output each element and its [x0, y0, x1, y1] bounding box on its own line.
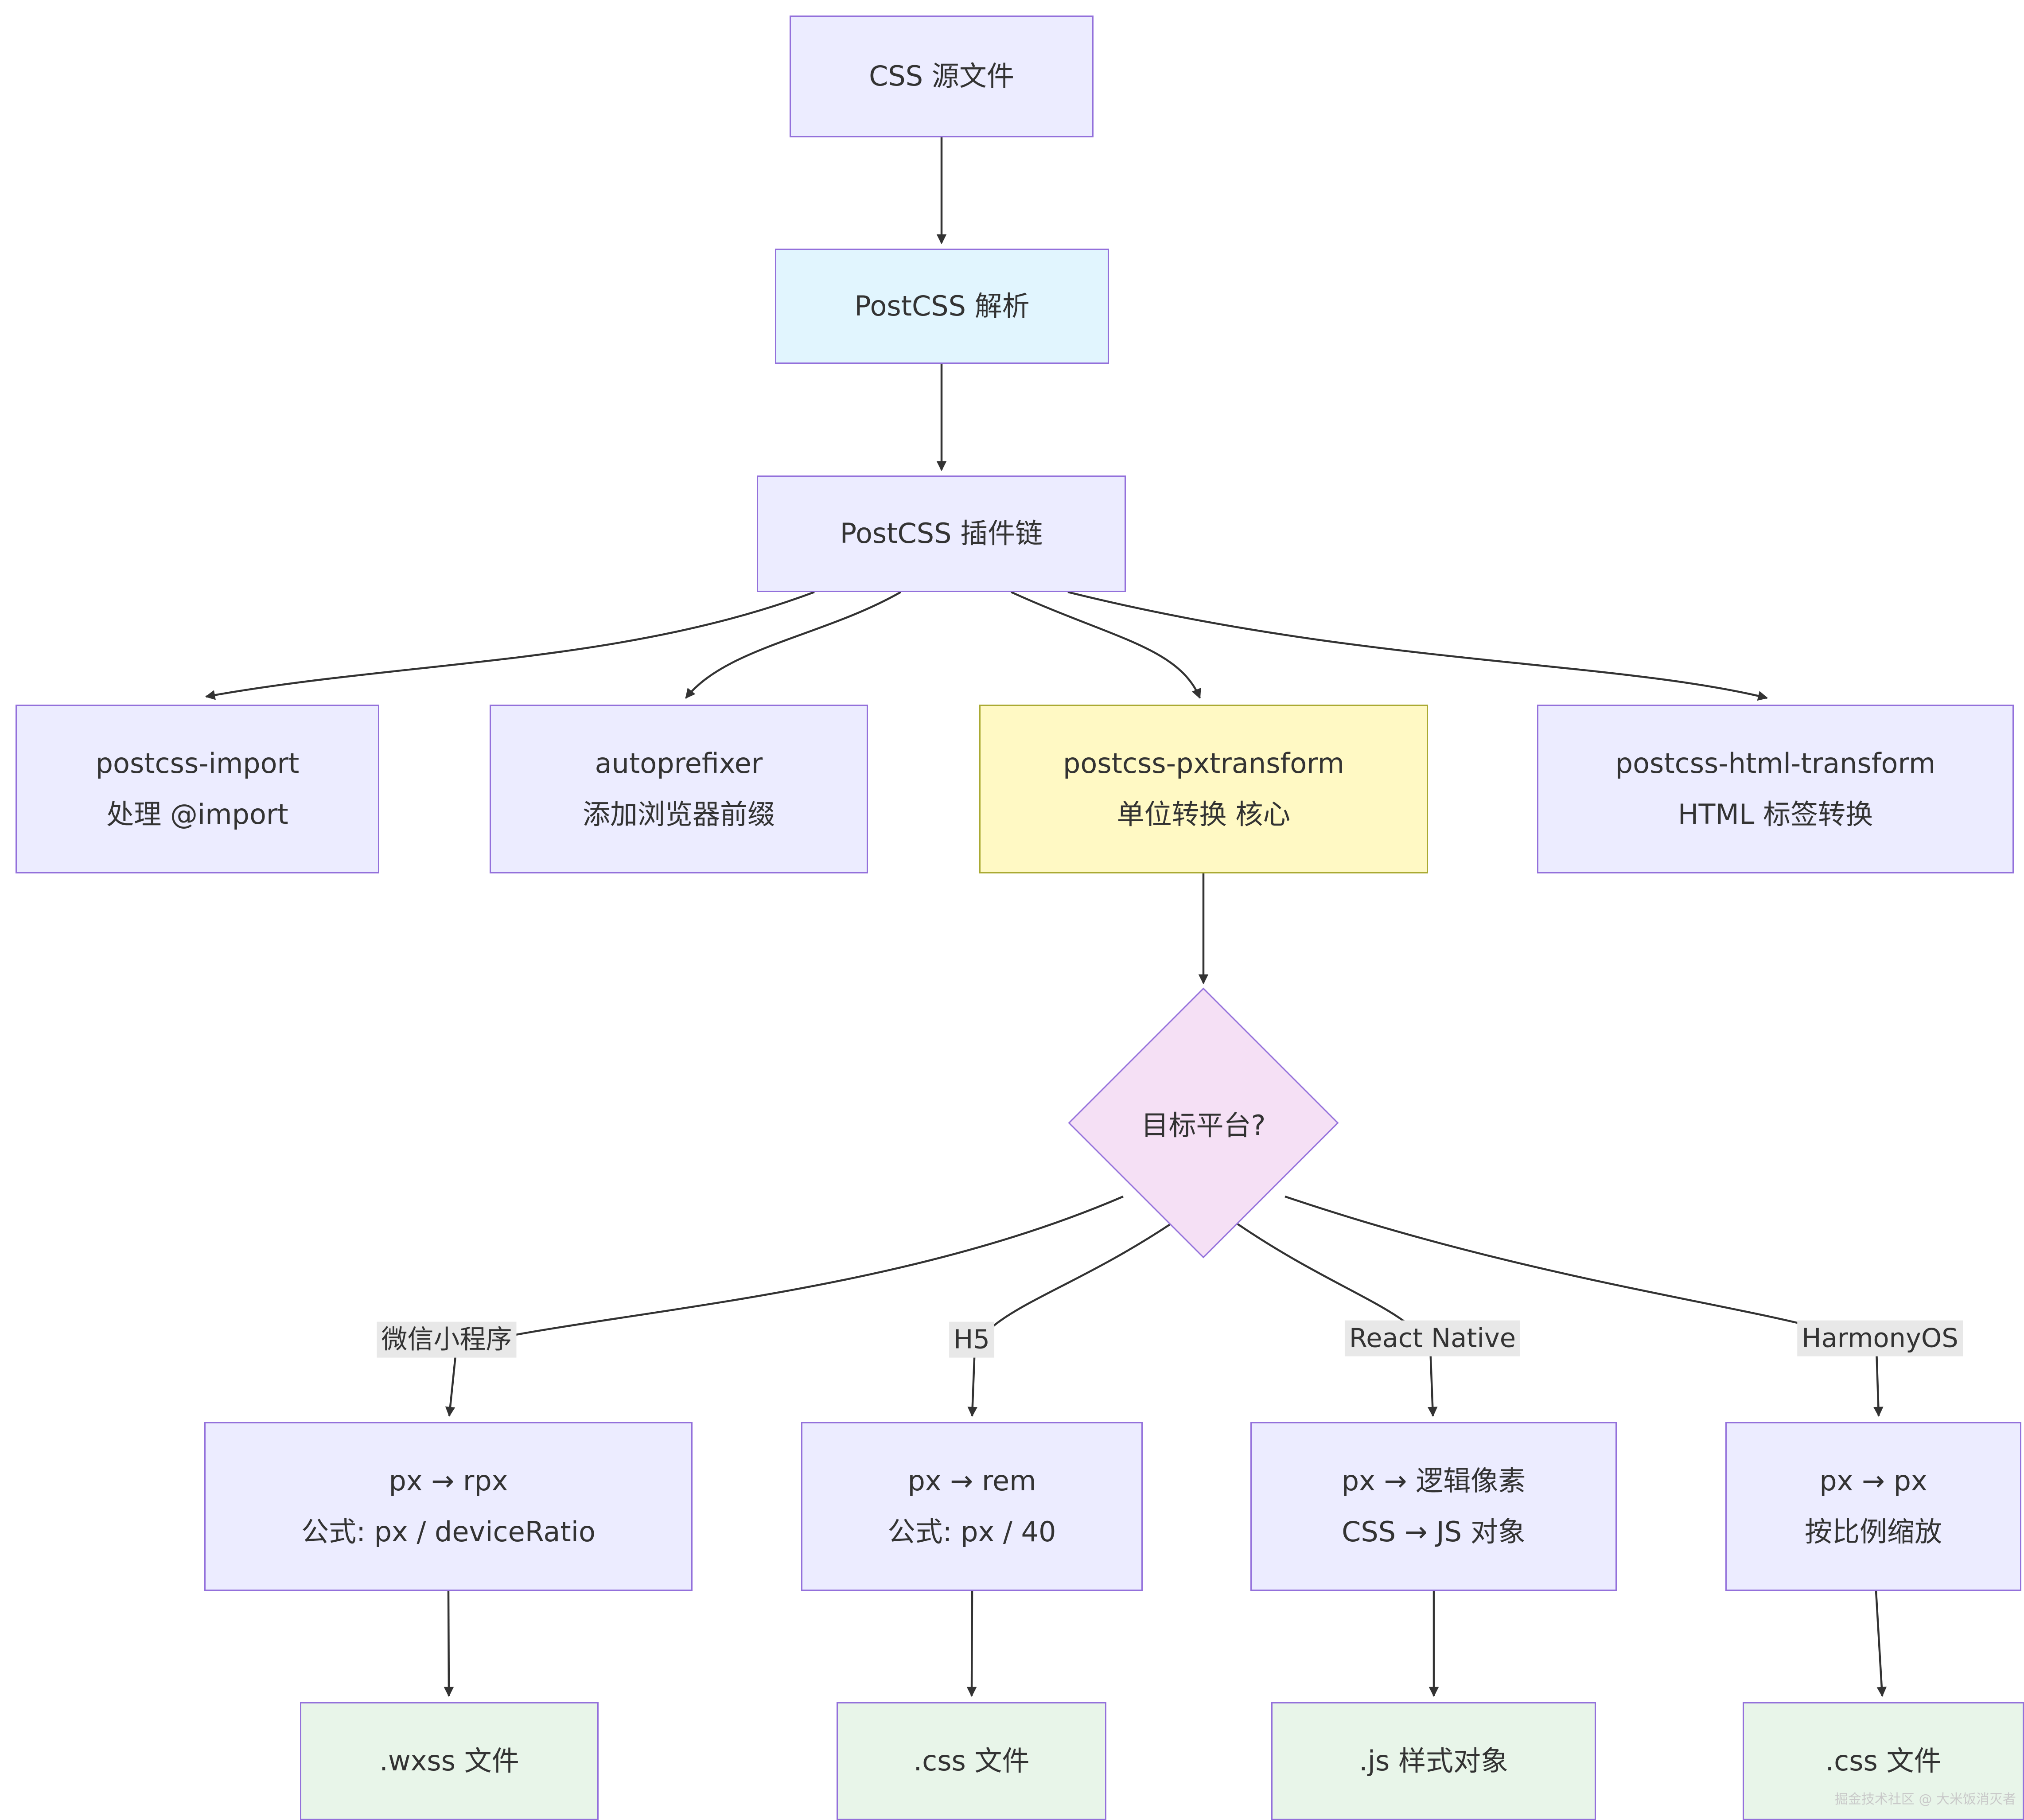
node-h5-css-output-label: .css 文件 [913, 1744, 1030, 1777]
node-wxss-output: .wxss 文件 [300, 1702, 599, 1820]
decision-diamond-label: 目标平台? [1141, 1109, 1266, 1142]
edge-label-harmonyos: HarmonyOS [1797, 1320, 1963, 1356]
edge-decision-to-harmony-rule [1284, 1195, 1884, 1417]
edge-decision-to-rn-rule [1235, 1222, 1438, 1417]
node-weapp-rule-line2: 公式: px / deviceRatio [301, 1515, 596, 1548]
edge-chain-to-pxtransform [1011, 591, 1201, 699]
edge-chain-to-autoprefixer [685, 591, 902, 699]
node-harmony-css-output: .css 文件 [1743, 1702, 2024, 1820]
node-autoprefixer-line2: 添加浏览器前缀 [582, 798, 775, 830]
node-wxss-output-label: .wxss 文件 [379, 1744, 519, 1777]
node-css-source-label: CSS 源文件 [869, 60, 1014, 93]
node-postcss-pxtransform: postcss-pxtransform 单位转换 核心 [979, 705, 1428, 873]
node-postcss-import-line1: postcss-import [95, 747, 300, 779]
edge-weapp-rule-to-output [444, 1590, 454, 1697]
edge-label-weapp: 微信小程序 [377, 1321, 517, 1358]
node-rn-rule: px → 逻辑像素 CSS → JS 对象 [1250, 1422, 1617, 1591]
node-rn-rule-line1: px → 逻辑像素 [1341, 1464, 1526, 1497]
edge-chain-to-import [205, 591, 815, 700]
node-harmony-rule-line2: 按比例缩放 [1804, 1515, 1942, 1548]
node-weapp-rule-line1: px → rpx [389, 1464, 508, 1497]
node-css-source: CSS 源文件 [790, 16, 1094, 137]
node-rn-rule-line2: CSS → JS 对象 [1342, 1515, 1526, 1548]
node-postcss-html-transform: postcss-html-transform HTML 标签转换 [1537, 705, 2014, 873]
node-harmony-css-output-label: .css 文件 [1825, 1744, 1942, 1777]
node-js-style-output-label: .js 样式对象 [1359, 1744, 1508, 1777]
watermark: 掘金技术社区 @ 大米饭消灭者 [1834, 1792, 2016, 1807]
node-postcss-import: postcss-import 处理 @import [16, 705, 379, 873]
node-autoprefixer-line1: autoprefixer [595, 747, 763, 779]
node-postcss-html-transform-line1: postcss-html-transform [1615, 747, 1936, 779]
node-js-style-output: .js 样式对象 [1271, 1702, 1596, 1820]
node-plugin-chain-label: PostCSS 插件链 [840, 517, 1043, 550]
node-plugin-chain: PostCSS 插件链 [757, 475, 1126, 592]
node-harmony-rule-line1: px → px [1819, 1464, 1927, 1497]
edge-decision-to-weapp-rule [445, 1195, 1124, 1417]
node-postcss-html-transform-line2: HTML 标签转换 [1678, 798, 1873, 830]
edge-label-h5: H5 [949, 1321, 994, 1358]
node-postcss-pxtransform-line1: postcss-pxtransform [1063, 747, 1344, 779]
edge-label-react-native: React Native [1344, 1320, 1521, 1356]
node-h5-rule-line1: px → rem [907, 1464, 1036, 1497]
node-h5-css-output: .css 文件 [837, 1702, 1106, 1820]
node-postcss-parse: PostCSS 解析 [775, 249, 1109, 364]
edge-chain-to-html-transform [1067, 591, 1768, 701]
node-autoprefixer: autoprefixer 添加浏览器前缀 [490, 705, 868, 873]
node-postcss-pxtransform-line2: 单位转换 核心 [1117, 798, 1291, 830]
node-h5-rule: px → rem 公式: px / 40 [801, 1422, 1143, 1591]
node-postcss-import-line2: 处理 @import [106, 798, 288, 830]
node-h5-rule-line2: 公式: px / 40 [887, 1515, 1056, 1548]
node-weapp-rule: px → rpx 公式: px / deviceRatio [204, 1422, 693, 1591]
node-harmony-rule: px → px 按比例缩放 [1725, 1422, 2021, 1591]
edge-harmony-rule-to-output [1875, 1590, 1887, 1697]
edge-decision-to-h5-rule [967, 1222, 1173, 1417]
node-postcss-parse-label: PostCSS 解析 [854, 289, 1030, 322]
